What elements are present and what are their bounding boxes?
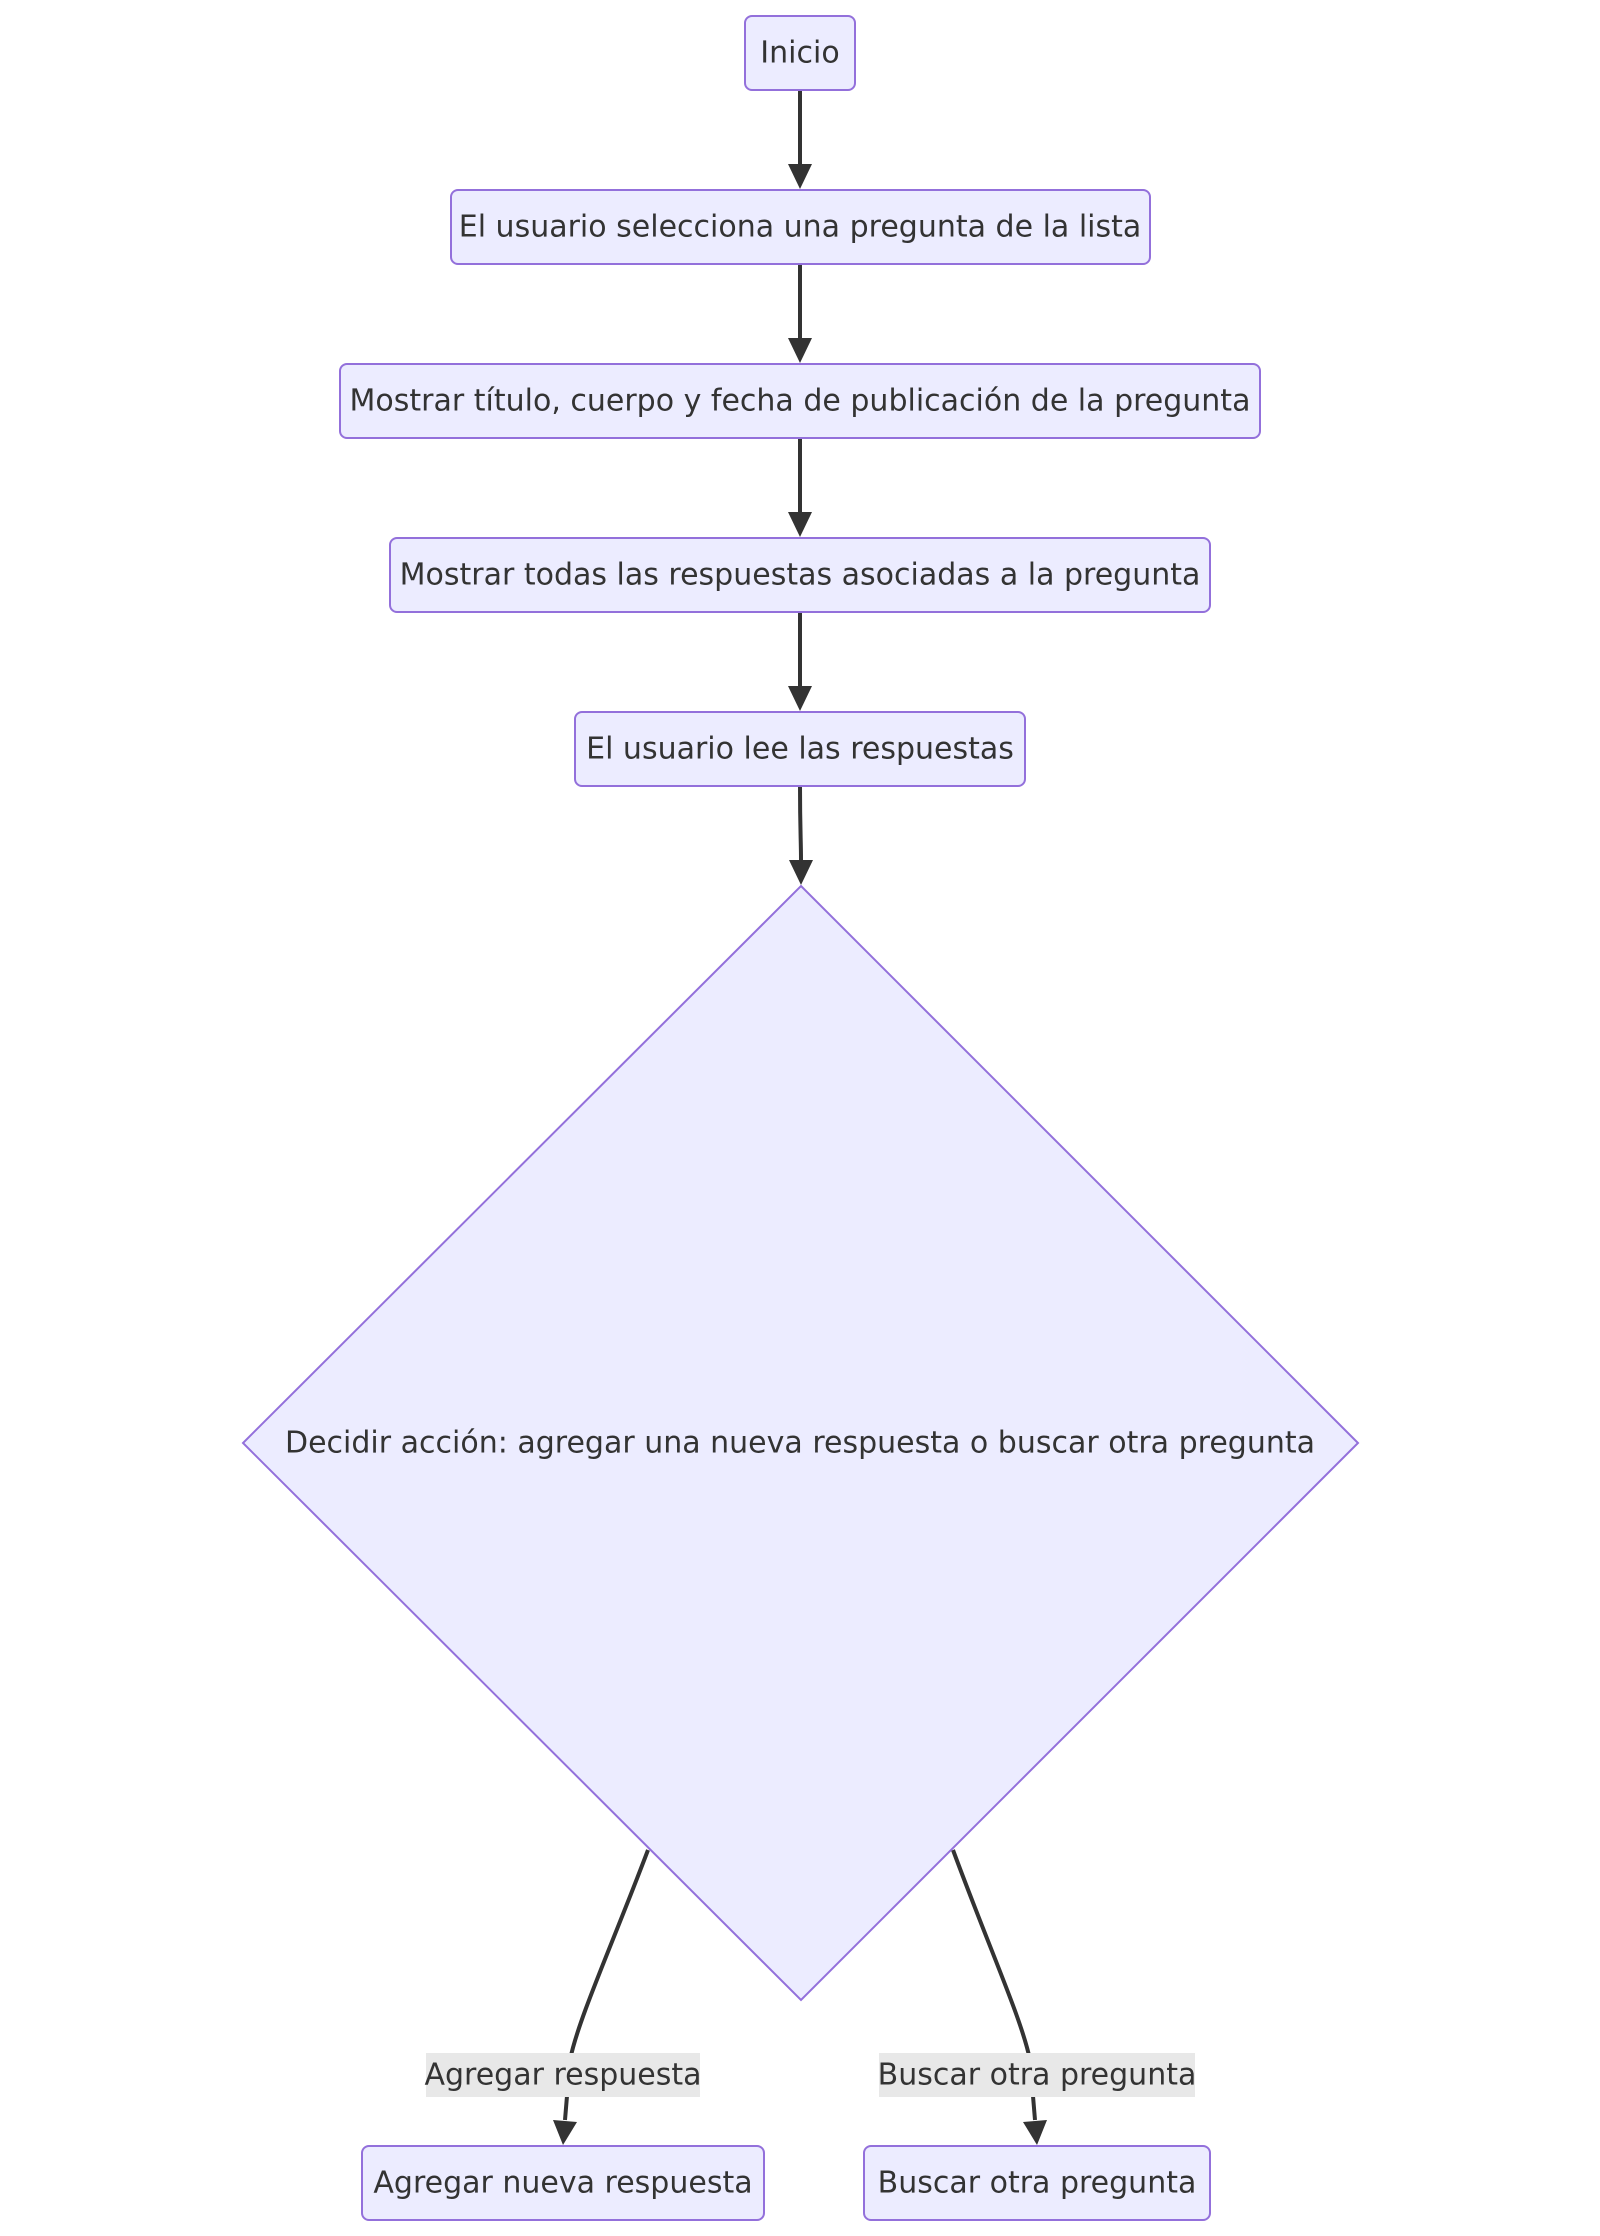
edge-label-add-answer: Agregar respuesta: [424, 2053, 702, 2097]
node-add-answer: Agregar nueva respuesta: [361, 2145, 765, 2221]
node-decide-action: Decidir acción: agregar una nueva respue…: [241, 884, 1360, 2002]
node-show-question: Mostrar título, cuerpo y fecha de public…: [339, 363, 1261, 439]
node-select-question-label: El usuario selecciona una pregunta de la…: [459, 210, 1142, 245]
edge-label-add-answer-text: Agregar respuesta: [424, 2058, 701, 2093]
edge-show-question-to-show-answers: [788, 438, 812, 537]
edge-show-answers-to-read-answers: [788, 612, 812, 711]
node-start-label: Inicio: [760, 36, 839, 71]
node-read-answers-label: El usuario lee las respuestas: [586, 732, 1014, 767]
node-select-question: El usuario selecciona una pregunta de la…: [450, 189, 1151, 265]
edge-label-search-other: Buscar otra pregunta: [878, 2053, 1197, 2097]
node-start: Inicio: [744, 15, 856, 91]
edge-label-search-other-text: Buscar otra pregunta: [878, 2058, 1197, 2093]
node-search-other: Buscar otra pregunta: [863, 2145, 1211, 2221]
edge-decide-to-add-answer: [553, 1849, 650, 2145]
node-decide-action-label: Decidir acción: agregar una nueva respue…: [285, 1426, 1315, 1461]
node-read-answers: El usuario lee las respuestas: [574, 711, 1026, 787]
node-search-other-label: Buscar otra pregunta: [878, 2166, 1197, 2201]
node-add-answer-label: Agregar nueva respuesta: [373, 2166, 752, 2201]
node-show-answers: Mostrar todas las respuestas asociadas a…: [389, 537, 1211, 613]
node-show-answers-label: Mostrar todas las respuestas asociadas a…: [400, 558, 1201, 593]
edge-start-to-select: [788, 90, 812, 189]
edge-select-to-show-question: [788, 264, 812, 363]
edge-decide-to-search-other: [951, 1849, 1047, 2145]
edge-read-answers-to-decide: [789, 785, 813, 885]
node-show-question-label: Mostrar título, cuerpo y fecha de public…: [350, 384, 1251, 419]
